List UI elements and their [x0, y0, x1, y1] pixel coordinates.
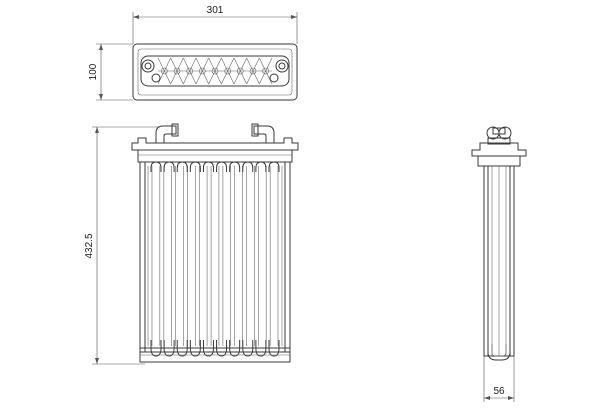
top-right-port: [275, 59, 289, 73]
front-bottom-loops: [150, 340, 280, 357]
top-loop: [163, 161, 175, 172]
top-width-dimension: 301: [132, 5, 298, 44]
top-loop: [229, 161, 241, 172]
top-right-port-inner: [278, 62, 286, 70]
side-bottom-loop: [487, 344, 511, 361]
side-top-flange: [471, 142, 527, 157]
side-width-dimension: 56: [483, 356, 515, 402]
front-inlet-pipe: [155, 125, 177, 143]
side-fitting-right: [498, 126, 512, 140]
top-height-label: 100: [88, 63, 99, 80]
bottom-loop: [189, 340, 201, 357]
front-tubes: [147, 166, 283, 346]
front-core-frame: [139, 161, 291, 353]
bottom-loop: [216, 340, 228, 357]
top-height-dimension: 100: [88, 43, 133, 101]
bottom-loop: [202, 340, 214, 357]
front-top-loops: [150, 161, 280, 172]
bottom-loop: [150, 340, 162, 357]
top-loop: [176, 161, 188, 172]
bottom-loop: [255, 340, 267, 357]
top-loop: [202, 161, 214, 172]
front-height-dimension: 432.5: [84, 126, 160, 365]
side-view: 56: [471, 126, 527, 402]
front-top-flange: [131, 137, 299, 151]
top-loop: [189, 161, 201, 172]
top-loop: [255, 161, 267, 172]
front-outlet-pipe: [253, 125, 275, 143]
top-loop: [268, 161, 280, 172]
front-view: 432.5: [84, 123, 299, 365]
top-loop: [216, 161, 228, 172]
top-left-port: [141, 59, 155, 73]
bottom-loop: [242, 340, 254, 357]
front-height-label: 432.5: [84, 233, 95, 258]
side-width-label: 56: [493, 386, 505, 397]
front-top-tank: [137, 149, 293, 163]
bottom-loop: [229, 340, 241, 357]
top-width-label: 301: [207, 5, 224, 16]
top-loop: [242, 161, 254, 172]
top-plate-inner: [137, 48, 293, 96]
bottom-loop: [268, 340, 280, 357]
top-plate-outline: [132, 43, 298, 101]
top-lattice: [157, 57, 273, 85]
bottom-loop: [176, 340, 188, 357]
top-right-port-2: [269, 73, 279, 83]
top-left-port-2: [151, 73, 161, 83]
top-left-port-inner: [144, 62, 152, 70]
top-manifold: [140, 55, 290, 87]
top-loop: [150, 161, 162, 172]
top-view: 301 100: [88, 5, 298, 101]
bottom-loop: [163, 340, 175, 357]
